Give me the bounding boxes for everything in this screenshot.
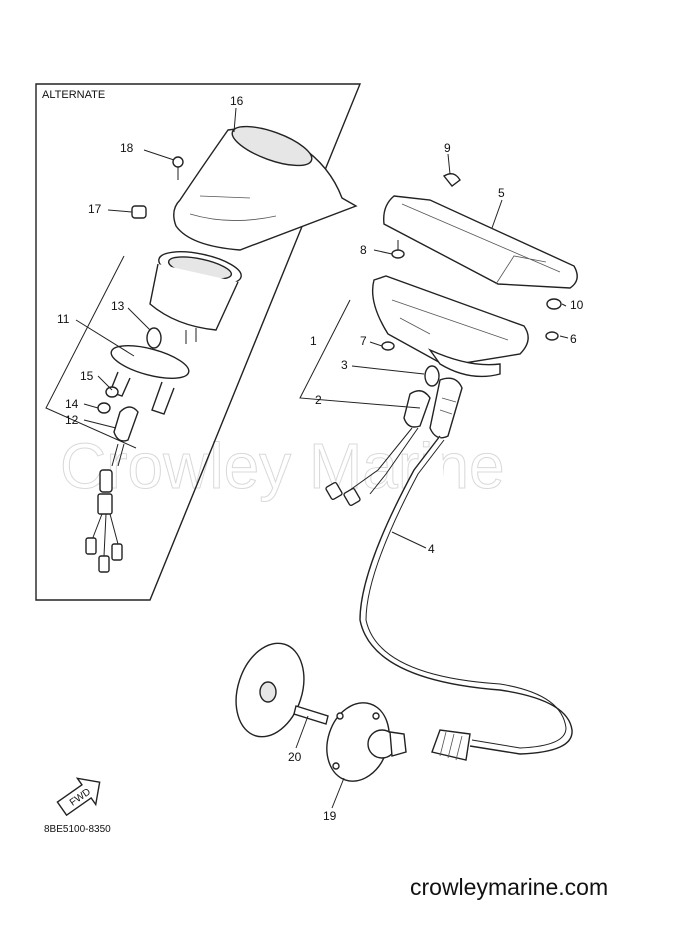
alternate-panel-label: ALTERNATE — [42, 89, 105, 101]
screw-part-7 — [381, 341, 395, 351]
callout-16: 16 — [230, 94, 244, 108]
callout-13: 13 — [111, 299, 125, 313]
socket-part-2 — [325, 390, 431, 507]
socket-harness-part-12 — [85, 406, 139, 573]
bulb-part-3 — [424, 365, 440, 387]
callout-3: 3 — [341, 358, 348, 372]
callout-9: 9 — [444, 141, 451, 155]
nut-part-14 — [97, 402, 111, 414]
bracket-brace-left — [45, 255, 137, 449]
callout-19: 19 — [323, 809, 337, 823]
gauge-body-alternate — [149, 251, 242, 344]
callout-17: 17 — [88, 202, 102, 216]
alternate-panel-outline — [35, 83, 362, 601]
cable-connector-top — [429, 377, 463, 439]
visor-part-16 — [173, 125, 358, 251]
callout-5: 5 — [498, 186, 505, 200]
callout-14: 14 — [65, 397, 79, 411]
screw-part-6 — [545, 331, 559, 341]
pin-part-20 — [293, 705, 329, 725]
callout-4: 4 — [428, 542, 435, 556]
clip-part-9 — [442, 173, 461, 187]
callout-15: 15 — [80, 369, 94, 383]
site-url: crowleymarine.com — [410, 874, 608, 900]
callout-labels: 1 2 3 4 5 6 7 8 9 10 11 12 13 14 15 16 1… — [57, 94, 584, 823]
callout-12: 12 — [65, 413, 79, 427]
drive-unit-part-19 — [326, 702, 407, 782]
callout-7: 7 — [360, 334, 367, 348]
callout-20: 20 — [288, 750, 302, 764]
fwd-arrow-icon: FWD — [56, 777, 101, 817]
wheel-disc — [235, 642, 305, 738]
callout-18: 18 — [120, 141, 134, 155]
speedo-cable-part-4 — [359, 435, 573, 755]
callout-1: 1 — [310, 334, 317, 348]
nut-part-10 — [546, 298, 562, 310]
bracket-part-11 — [109, 345, 190, 415]
callout-10: 10 — [570, 298, 584, 312]
cable-end-fitting — [431, 729, 471, 761]
bulb-part-13 — [146, 327, 162, 349]
screw-part-8 — [391, 240, 405, 259]
screw-part-18 — [172, 156, 184, 180]
callout-2: 2 — [315, 393, 322, 407]
nut-part-17 — [131, 205, 147, 219]
cover-part-5 — [383, 195, 578, 289]
callout-6: 6 — [570, 332, 577, 346]
drawing-code: 8BE5100-8350 — [44, 824, 111, 835]
bracket-brace-right — [299, 299, 421, 409]
gauge-housing-main — [371, 275, 529, 378]
callout-8: 8 — [360, 243, 367, 257]
speedo-cable-part-4-inner — [365, 439, 567, 749]
washer-part-15 — [105, 386, 119, 398]
leader-lines — [75, 107, 569, 809]
callout-11: 11 — [57, 312, 70, 326]
